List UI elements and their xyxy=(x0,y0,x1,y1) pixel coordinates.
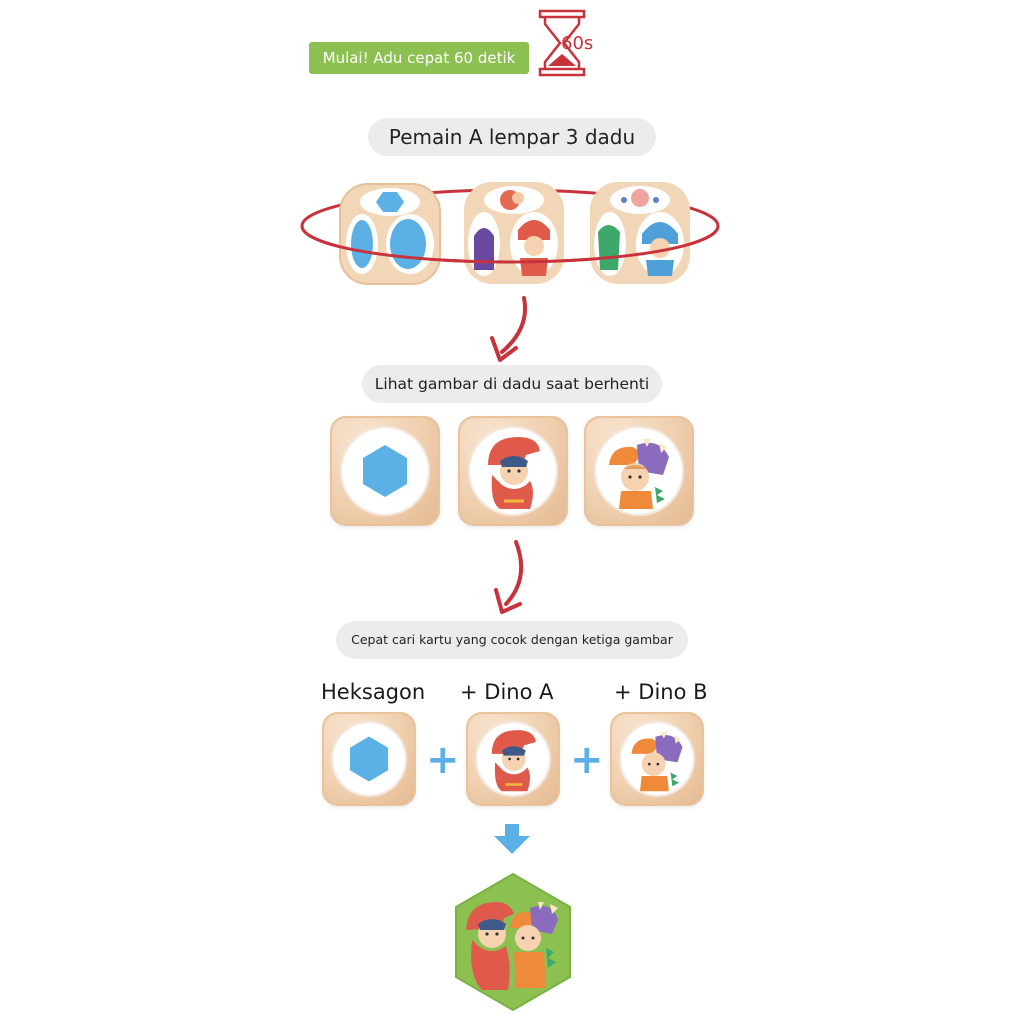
matching-card xyxy=(452,872,574,1012)
step-3-label: Cepat cari kartu yang cocok dengan ketig… xyxy=(336,621,688,659)
rolling-die-dino-b xyxy=(588,180,692,286)
curved-arrow-down-icon xyxy=(488,538,538,616)
combo-label-dino-b: + Dino B xyxy=(614,680,708,704)
rolling-die-dino-a xyxy=(462,180,566,286)
hexagon-icon xyxy=(363,445,407,497)
step-1-label: Pemain A lempar 3 dadu xyxy=(368,118,656,156)
down-arrow-icon xyxy=(494,824,530,856)
combo-die-dino-a xyxy=(466,712,560,806)
combo-label-dino-a: + Dino A xyxy=(460,680,554,704)
orange-dino-kid-icon xyxy=(609,439,669,509)
rolling-die-hexagon xyxy=(338,182,442,286)
timer-label: 60s xyxy=(561,33,594,54)
result-die-dino-b xyxy=(584,416,694,526)
hourglass-icon xyxy=(536,8,616,78)
orange-dino-kid-icon xyxy=(631,731,683,792)
combo-label-hexagon: Heksagon xyxy=(321,680,426,704)
result-die-hexagon xyxy=(330,416,440,526)
combo-die-hexagon xyxy=(322,712,416,806)
result-die-dino-a xyxy=(458,416,568,526)
red-dino-kid-icon xyxy=(491,730,536,792)
hexagon-icon xyxy=(349,736,389,782)
plus-sign: + xyxy=(426,737,460,783)
curved-arrow-down-icon xyxy=(480,294,540,364)
plus-sign: + xyxy=(570,737,604,783)
step-2-label: Lihat gambar di dadu saat berhenti xyxy=(362,365,662,403)
start-badge: Mulai! Adu cepat 60 detik xyxy=(309,42,529,74)
combo-die-dino-b xyxy=(610,712,704,806)
red-dino-kid-icon xyxy=(488,437,540,509)
